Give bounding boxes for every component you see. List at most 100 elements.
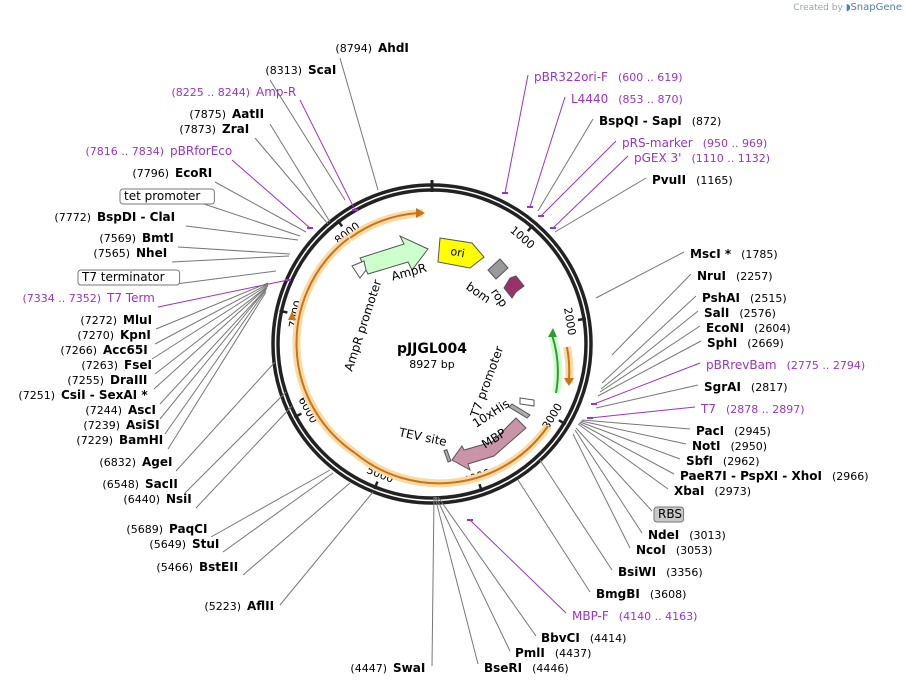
enzyme-acc65i[interactable]: (7266)Acc65I <box>60 343 147 357</box>
leader-swai <box>431 496 435 667</box>
leader-tet-promoter <box>203 203 301 237</box>
enzyme-sacii[interactable]: (6548)SacII <box>102 477 177 491</box>
xbai-position: (2973) <box>714 485 751 498</box>
pbrforeco-name: pBRforEco <box>170 144 232 158</box>
enzyme-ncoi[interactable]: NcoI(3053) <box>636 543 712 557</box>
snapgene-credit: Created by ◗SnapGene <box>793 2 902 13</box>
primer-t7-term[interactable]: (7334 .. 7352)T7 Term <box>22 291 154 305</box>
enzyme-asci[interactable]: (7244)AscI <box>85 403 156 417</box>
enzyme-bmti[interactable]: (7569)BmtI <box>99 231 173 245</box>
enzyme-noti[interactable]: NotI(2950) <box>692 439 767 453</box>
enzyme-agei[interactable]: (6832)AgeI <box>99 455 172 469</box>
enzyme-aflii[interactable]: (5223)AflII <box>204 599 274 613</box>
enzyme-sgrai[interactable]: SgrAI(2817) <box>704 380 787 394</box>
zrai-position: (7873) <box>179 123 216 136</box>
feature-tev-site[interactable]: TEV site <box>397 425 452 463</box>
enzyme-bsteii[interactable]: (5466)BstEII <box>156 560 238 574</box>
feature-tag-rbs[interactable]: RBS <box>653 506 685 523</box>
enzyme-pshai[interactable]: PshAI(2515) <box>702 291 787 305</box>
primer-pgex-3[interactable]: pGEX 3'(1110 .. 1132) <box>634 151 770 165</box>
ampr-arrow <box>359 234 429 275</box>
bamhi-position: (7229) <box>76 434 113 447</box>
enzyme-bspdi-clai[interactable]: (7772)BspDI - ClaI <box>54 210 175 224</box>
enzyme-swai[interactable]: (4447)SwaI <box>350 661 425 675</box>
primer-l4440[interactable]: L4440(853 .. 870) <box>571 92 683 106</box>
snapgene-logo-icon: ◗ <box>845 3 851 13</box>
enzyme-ndei[interactable]: NdeI(3013) <box>648 528 726 542</box>
leader-scai <box>269 79 346 201</box>
pbr322ori-f-position: (600 .. 619) <box>618 71 683 84</box>
enzyme-bamhi[interactable]: (7229)BamHI <box>76 433 163 447</box>
enzyme-draiii[interactable]: (7255)DraIII <box>67 373 147 387</box>
primer-mbp-f[interactable]: MBP-F(4140 .. 4163) <box>572 609 697 623</box>
leader-pbrrevbam <box>593 362 701 405</box>
enzyme-scai[interactable]: (8313)ScaI <box>265 63 336 77</box>
sali-name: SalI <box>704 306 729 320</box>
leader-mlui <box>155 282 269 330</box>
leader-pmli <box>435 496 511 652</box>
leader-xbai <box>577 423 669 490</box>
feature-ampr[interactable]: AmpR <box>359 234 429 284</box>
enzyme-paci[interactable]: PacI(2945) <box>696 424 771 438</box>
t7-name: T7 <box>700 402 716 416</box>
feature-ori[interactable]: ori <box>437 237 485 269</box>
enzyme-nrui[interactable]: NruI(2257) <box>697 269 773 283</box>
enzyme-bsiwi[interactable]: BsiWI(3356) <box>618 565 703 579</box>
feature-tag-tet-promoter[interactable]: tet promoter <box>119 188 215 205</box>
enzyme-xbai[interactable]: XbaI(2973) <box>674 484 751 498</box>
enzyme-fsei[interactable]: (7263)FseI <box>81 358 152 372</box>
leader-bseri <box>434 496 479 665</box>
enzyme-zrai[interactable]: (7873)ZraI <box>179 122 249 136</box>
leader-ndei <box>574 429 643 534</box>
enzyme-paqci[interactable]: (5689)PaqCI <box>126 522 207 536</box>
feature-tag-t7-terminator[interactable]: T7 terminator <box>77 269 181 286</box>
primer-pbrforeco[interactable]: (7816 .. 7834)pBRforEco <box>85 144 232 158</box>
draiii-position: (7255) <box>67 374 104 387</box>
enzyme-econi[interactable]: EcoNI(2604) <box>706 321 791 335</box>
enzyme-bbvci[interactable]: BbvCI(4414) <box>541 631 626 645</box>
feature-rop[interactable]: rop <box>488 275 525 310</box>
enzyme-kpni[interactable]: (7270)KpnI <box>77 328 150 342</box>
econi-position: (2604) <box>754 322 791 335</box>
enzyme-nsii[interactable]: (6440)NsiI <box>123 492 191 506</box>
scai-name: ScaI <box>308 63 336 77</box>
leader-nrui <box>611 273 692 356</box>
enzyme-sbfi[interactable]: SbfI(2962) <box>686 454 760 468</box>
enzyme-bmgbi[interactable]: BmgBI(3608) <box>596 587 686 601</box>
primer-t7[interactable]: T7(2878 .. 2897) <box>700 402 805 416</box>
primer-amp-r[interactable]: (8225 .. 8244)Amp-R <box>171 85 296 99</box>
sbfi-position: (2962) <box>723 455 760 468</box>
enzyme-stui[interactable]: (5649)StuI <box>149 537 219 551</box>
asisi-name: AsiSI <box>126 418 160 432</box>
enzyme-ecori[interactable]: (7796)EcoRI <box>132 166 212 180</box>
enzyme-pvuii[interactable]: PvuII(1165) <box>652 173 733 187</box>
enzyme-csii-sexai[interactable]: (7251)CsiI - SexAI * <box>18 388 148 402</box>
primer-pbrrevbam[interactable]: pBRrevBam(2775 .. 2794) <box>706 358 865 372</box>
enzyme-sali[interactable]: SalI(2576) <box>704 306 776 320</box>
enzyme-sphi[interactable]: SphI(2669) <box>707 336 784 350</box>
enzyme-paer7i-pspxi-xhoi[interactable]: PaeR7I - PspXI - XhoI(2966) <box>680 469 869 483</box>
enzyme-msci[interactable]: MscI *(1785) <box>690 247 778 261</box>
enzyme-bseri[interactable]: BseRI(4446) <box>484 661 569 675</box>
t7-term-name: T7 Term <box>106 291 155 305</box>
sgrai-name: SgrAI <box>704 380 741 394</box>
feature-ampr-promoter[interactable]: AmpR promoter <box>342 260 385 373</box>
enzyme-ahdi[interactable]: (8794)AhdI <box>335 41 408 55</box>
enzyme-mlui[interactable]: (7272)MluI <box>80 313 152 327</box>
primer-prs-marker[interactable]: pRS-marker(950 .. 969) <box>622 136 767 150</box>
sphi-name: SphI <box>707 336 737 350</box>
leader-bmti <box>177 246 291 255</box>
enzyme-pmli[interactable]: PmlI(4437) <box>515 646 591 660</box>
tev-site-box <box>443 449 452 463</box>
enzyme-aatii[interactable]: (7875)AatII <box>189 107 264 121</box>
credit-brand: SnapGene <box>850 2 902 13</box>
enzyme-asisi[interactable]: (7239)AsiSI <box>83 418 159 432</box>
bspqi-sapi-position: (872) <box>692 115 722 128</box>
enzyme-bspqi-sapi[interactable]: BspQI - SapI(872) <box>599 114 721 128</box>
aflii-position: (5223) <box>204 600 241 613</box>
msci-position: (1785) <box>741 248 778 261</box>
orange-arc-top <box>349 212 419 239</box>
primer-pbr322ori-f[interactable]: pBR322ori-F(600 .. 619) <box>534 70 683 84</box>
pgex-3-name: pGEX 3' <box>634 151 681 165</box>
enzyme-nhei[interactable]: (7565)NheI <box>93 246 167 260</box>
